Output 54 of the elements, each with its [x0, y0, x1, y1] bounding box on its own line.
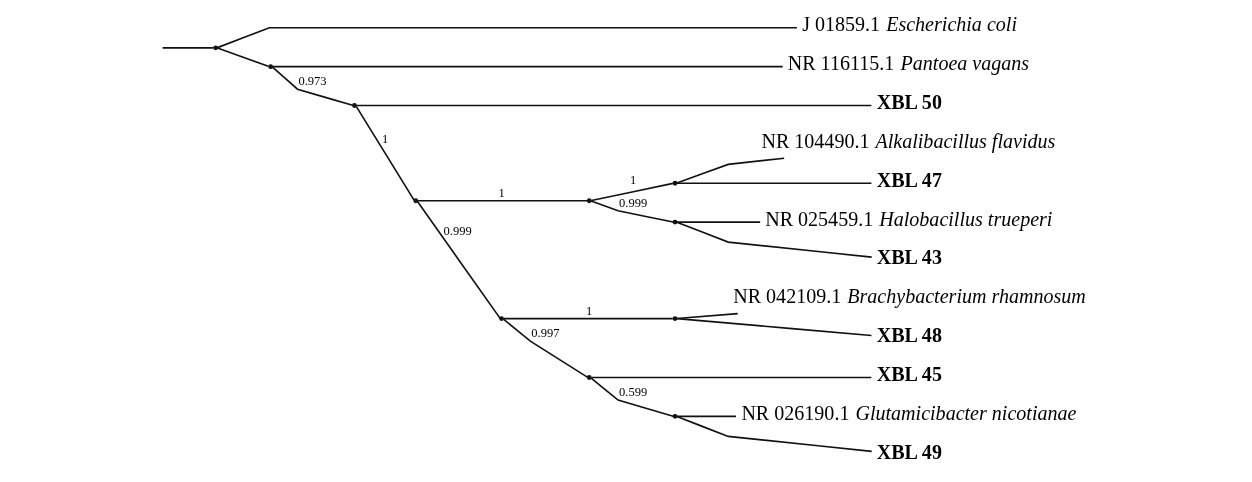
connector — [355, 104, 873, 106]
connector — [216, 26, 798, 48]
node-point — [352, 102, 357, 108]
node-text: XBL 47 — [876, 168, 942, 191]
connector — [676, 317, 873, 336]
node-text: NR 026190.1 Glutamicibacter nicotianae — [741, 401, 1077, 424]
connector — [502, 317, 589, 378]
connector — [216, 46, 270, 67]
connector — [417, 199, 588, 202]
node-point — [672, 315, 678, 321]
node-text: XBL 45 — [876, 362, 942, 385]
connector — [590, 182, 674, 201]
edge-label: 0.997 — [531, 325, 560, 340]
connector — [676, 181, 873, 184]
node-point — [413, 197, 419, 203]
edge-label: 1 — [498, 185, 505, 200]
edge-label: 1 — [586, 303, 593, 318]
node-point — [672, 219, 678, 224]
connector — [271, 65, 354, 106]
connector — [590, 199, 674, 223]
node-text: XBL 43 — [876, 245, 942, 268]
connector — [161, 46, 215, 49]
connector — [676, 415, 737, 417]
connector — [272, 65, 784, 67]
node-point — [672, 180, 678, 186]
connector — [676, 221, 873, 258]
connector — [676, 220, 761, 223]
node-text: NR 116115.1 Pantoea vagans — [787, 51, 1030, 74]
node-point — [499, 315, 504, 321]
edge-label: 1 — [629, 172, 637, 187]
node-text: NR 104490.1 Alkalibacillus flavidus — [761, 129, 1056, 152]
connector — [676, 415, 873, 452]
edge-label: 0.999 — [443, 223, 472, 238]
node-text: NR 025459.1 Halobacillus trueperi — [765, 207, 1053, 230]
node-text: XBL 50 — [876, 90, 942, 113]
connector — [676, 156, 785, 184]
node-text: XBL 49 — [876, 440, 942, 463]
connector — [355, 105, 415, 201]
node-point — [672, 413, 678, 419]
connector — [416, 200, 501, 319]
node-text: J 01859.1 Escherichia coli — [802, 12, 1017, 35]
node-text: XBL 48 — [876, 323, 942, 346]
edge-label: 0.999 — [619, 195, 648, 210]
connector — [503, 317, 674, 319]
connector — [590, 376, 873, 378]
node-text: NR 042109.1 Brachybacterium rhamnosum — [733, 284, 1086, 307]
connector — [590, 376, 674, 417]
node-point — [586, 197, 592, 203]
edge-label: 1 — [381, 131, 389, 146]
node-point — [268, 63, 274, 69]
edge-label: 0.599 — [619, 384, 648, 399]
edge-label: 0.973 — [298, 73, 327, 88]
node-point — [586, 374, 592, 380]
node-point — [213, 44, 219, 50]
